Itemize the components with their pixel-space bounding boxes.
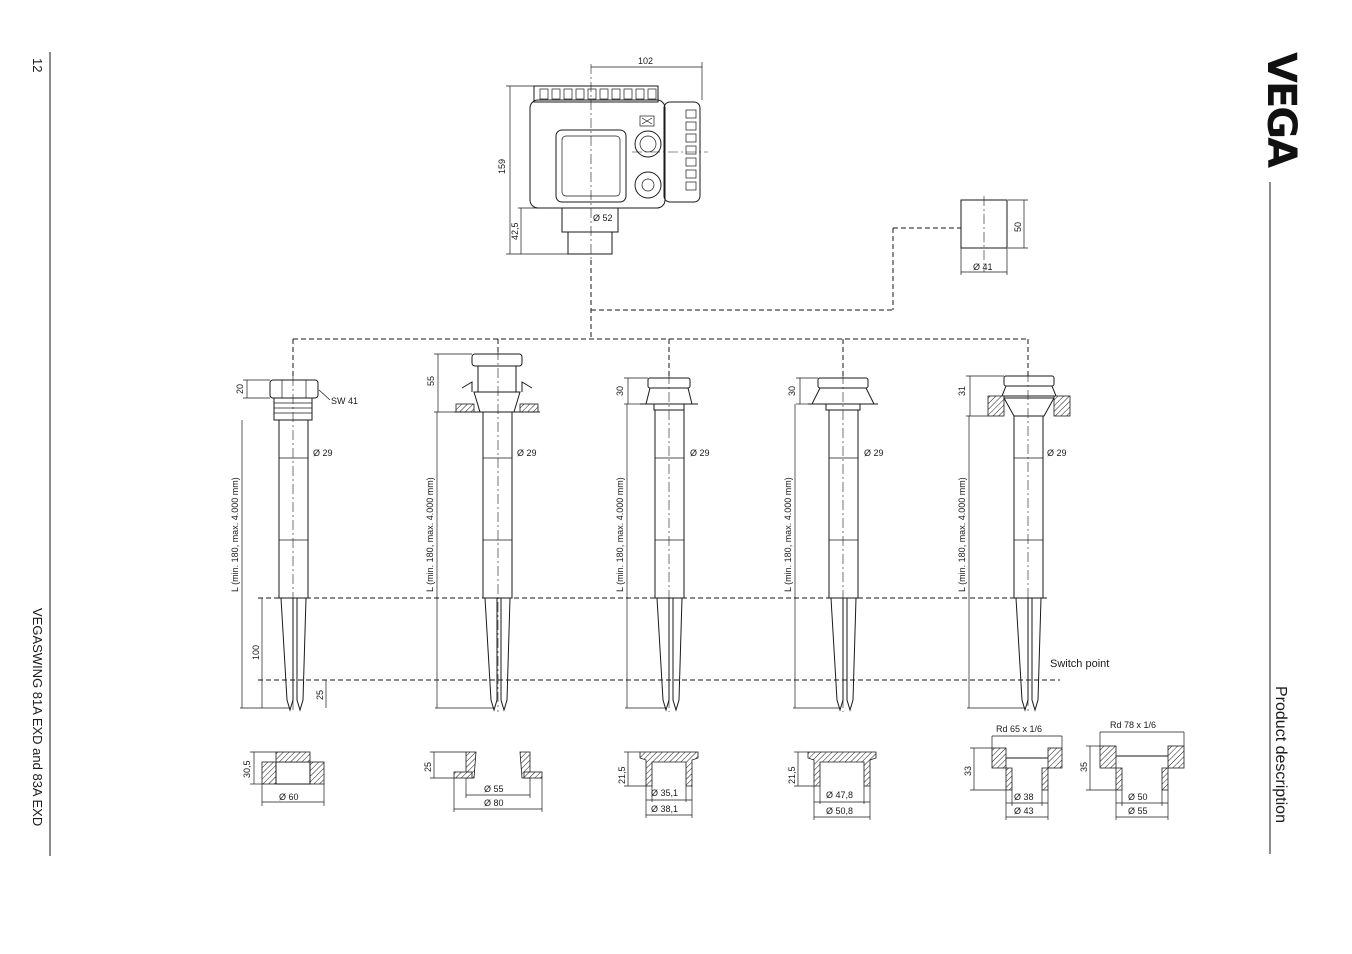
probe-3-length: L (min. 180, max. 4.000 mm) xyxy=(615,477,625,592)
probe-4-length: L (min. 180, max. 4.000 mm) xyxy=(783,477,793,592)
right-margin: VEGA Product description xyxy=(1258,52,1304,854)
probe-5: 31 Ø 29 L (min. 180, max. 4.000 mm) Swit… xyxy=(957,372,1109,712)
fitting-2-dia2: Ø 80 xyxy=(484,798,504,808)
adapter-drawing: 50 Ø 41 xyxy=(960,196,1028,275)
dim-neck-dia: Ø 52 xyxy=(593,213,613,223)
fitting-1: 30,5 Ø 60 xyxy=(242,751,325,806)
fitting-5: Rd 65 x 1/6 33 Ø 38 Ø 43 xyxy=(963,724,1063,820)
probe-5-dia: Ø 29 xyxy=(1047,448,1067,458)
probe-4-head-dim: 30 xyxy=(787,386,797,396)
dim-housing-width: 102 xyxy=(638,56,653,66)
probe-1-head-dim: 20 xyxy=(235,384,245,394)
probe-5-head-dim: 31 xyxy=(957,386,967,396)
fitting-3-dia2: Ø 38,1 xyxy=(651,804,678,814)
fitting-4-height: 21,5 xyxy=(787,766,797,784)
dim-housing-height: 159 xyxy=(497,159,507,174)
connection-lines xyxy=(258,227,1060,681)
probe-3: 30 Ø 29 L (min. 180, max. 4.000 mm) xyxy=(615,374,710,712)
fitting-1-dia: Ø 60 xyxy=(279,792,299,802)
housing-drawing: 102 159 42,5 Ø 52 xyxy=(497,56,708,260)
probe-1-dia: Ø 29 xyxy=(313,448,333,458)
vega-logo: VEGA xyxy=(1258,52,1304,168)
fitting-3: 21,5 Ø 35,1 Ø 38,1 xyxy=(617,751,699,818)
probe-4: 30 Ø 29 L (min. 180, max. 4.000 mm) xyxy=(783,374,884,712)
probe-1-sw-label: SW 41 xyxy=(331,396,358,406)
fitting-6-dia1: Ø 50 xyxy=(1128,792,1148,802)
dim-neck-height: 42,5 xyxy=(510,222,520,240)
fitting-2-dia1: Ø 55 xyxy=(484,784,504,794)
fitting-1-height: 30,5 xyxy=(242,760,252,778)
probe-1-fork-length: 100 xyxy=(251,645,261,660)
document-title: VEGASWING 81A EXD and 83A EXD xyxy=(30,608,45,826)
fitting-5-height: 33 xyxy=(963,766,973,776)
switch-point-label: Switch point xyxy=(1050,658,1109,670)
probe-2-dia: Ø 29 xyxy=(517,448,537,458)
probe-3-dia: Ø 29 xyxy=(690,448,710,458)
probe-4-dia: Ø 29 xyxy=(864,448,884,458)
fitting-6-dia2: Ø 55 xyxy=(1128,806,1148,816)
probe-5-length: L (min. 180, max. 4.000 mm) xyxy=(957,477,967,592)
fitting-3-dia1: Ø 35,1 xyxy=(651,788,678,798)
probe-2-length: L (min. 180, max. 4.000 mm) xyxy=(425,477,435,592)
probe-2: 55 Ø 29 L (min. 180, max. 4.000 mm) xyxy=(425,350,540,712)
fitting-6: Rd 78 x 1/6 35 Ø 50 Ø 55 xyxy=(1079,720,1185,820)
fitting-3-height: 21,5 xyxy=(617,766,627,784)
fitting-4-dia1: Ø 47,8 xyxy=(826,790,853,800)
probe-3-head-dim: 30 xyxy=(615,386,625,396)
fitting-2-height: 25 xyxy=(423,762,433,772)
fitting-5-thread: Rd 65 x 1/6 xyxy=(996,724,1042,734)
fitting-2: 25 Ø 55 Ø 80 xyxy=(423,751,543,812)
fitting-6-thread: Rd 78 x 1/6 xyxy=(1110,720,1156,730)
probe-2-head-dim: 55 xyxy=(426,376,436,386)
probe-1: 20 SW 41 Ø 29 L (min. 180, max. 4.000 mm… xyxy=(230,376,358,712)
page-number: 12 xyxy=(30,58,45,72)
fitting-5-dia1: Ø 38 xyxy=(1014,792,1034,802)
probe-1-length: L (min. 180, max. 4.000 mm) xyxy=(230,477,240,592)
fitting-4: 21,5 Ø 47,8 Ø 50,8 xyxy=(787,751,877,820)
fitting-4-dia2: Ø 50,8 xyxy=(826,806,853,816)
left-margin: 12 VEGASWING 81A EXD and 83A EXD xyxy=(30,52,51,856)
fitting-5-dia2: Ø 43 xyxy=(1014,806,1034,816)
probe-1-switch-offset: 25 xyxy=(315,690,325,700)
section-title: Product description xyxy=(1272,686,1289,823)
dim-adapter-dia: Ø 41 xyxy=(973,262,993,272)
fitting-6-height: 35 xyxy=(1079,762,1089,772)
dim-adapter-height: 50 xyxy=(1013,222,1023,232)
